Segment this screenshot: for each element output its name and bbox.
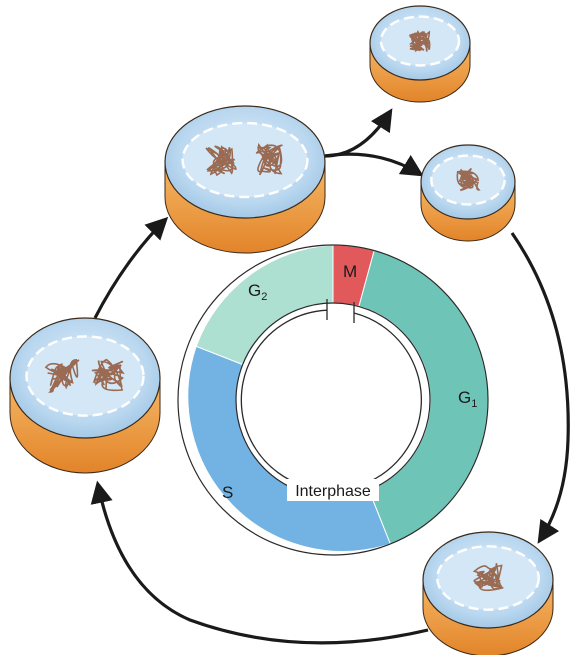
chromatin xyxy=(408,29,431,53)
interphase-label: Interphase xyxy=(295,483,371,500)
chromatin xyxy=(255,142,284,176)
chromatin xyxy=(472,563,504,592)
cells xyxy=(9,5,554,655)
chromatin xyxy=(44,358,80,393)
arrow-right-side xyxy=(510,232,570,544)
cell-right-daughter xyxy=(420,144,516,242)
arrow-bottom xyxy=(90,480,429,645)
arrow-split-to-top-daughter xyxy=(324,108,393,158)
phase-labels: M G1 S G2 Interphase xyxy=(222,262,477,502)
chromatin xyxy=(205,145,237,177)
chromatin xyxy=(91,358,125,392)
cell-left-large xyxy=(9,317,161,474)
nucleus xyxy=(25,335,145,417)
arrow-to-top-left-cell xyxy=(93,216,169,319)
cell-top-daughter xyxy=(369,5,471,103)
chromatin xyxy=(456,167,481,192)
phase-ring xyxy=(177,244,489,556)
label-m: M xyxy=(343,262,357,281)
label-g1: G1 xyxy=(458,388,477,410)
cell-top-large xyxy=(164,105,326,254)
cell-bottom-right xyxy=(422,531,554,655)
cycle-arrows xyxy=(90,108,570,645)
nucleus xyxy=(181,121,309,199)
label-g2: G2 xyxy=(248,281,267,303)
arrow-split-to-right-daughter xyxy=(324,152,424,177)
label-s: S xyxy=(222,483,233,502)
